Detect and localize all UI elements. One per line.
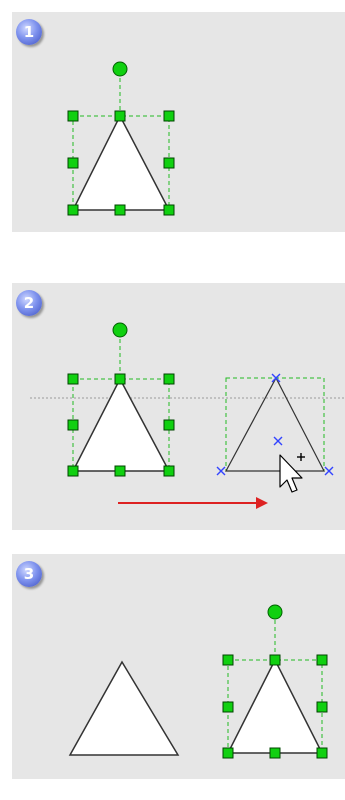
drag-marker-top <box>271 373 281 383</box>
resize-handle-e[interactable] <box>316 701 328 713</box>
resize-handle-nw[interactable] <box>67 110 79 122</box>
step-1-panel: 1 <box>12 12 345 232</box>
triangle-shape-original[interactable] <box>68 660 180 756</box>
drag-preview-triangle <box>224 376 325 472</box>
resize-handle-sw[interactable] <box>67 465 79 477</box>
resize-handle-sw[interactable] <box>222 747 234 759</box>
resize-handle-n[interactable] <box>114 110 126 122</box>
resize-handle-w[interactable] <box>222 701 234 713</box>
triangle-shape[interactable] <box>71 377 171 472</box>
drag-marker-bottom-right <box>324 466 334 476</box>
resize-handle-ne[interactable] <box>163 110 175 122</box>
rotation-handle[interactable] <box>267 604 283 620</box>
drag-marker-center <box>273 436 283 446</box>
resize-handle-w[interactable] <box>67 419 79 431</box>
drag-preview-frame <box>225 377 325 472</box>
triangle-shape-copy[interactable] <box>226 658 324 754</box>
triangle-shape[interactable] <box>71 114 171 211</box>
step-2-badge: 2 <box>16 290 42 316</box>
right-arrow-icon <box>118 497 268 509</box>
resize-handle-se[interactable] <box>163 204 175 216</box>
resize-handle-nw[interactable] <box>67 373 79 385</box>
resize-handle-w[interactable] <box>67 157 79 169</box>
resize-handle-sw[interactable] <box>67 204 79 216</box>
step-2-canvas <box>30 322 345 509</box>
resize-handle-n[interactable] <box>114 373 126 385</box>
resize-handle-s[interactable] <box>269 747 281 759</box>
resize-handle-nw[interactable] <box>222 654 234 666</box>
step-3-panel: 3 <box>12 554 345 779</box>
resize-handle-s[interactable] <box>114 465 126 477</box>
resize-handle-s[interactable] <box>114 204 126 216</box>
step-1-badge: 1 <box>16 19 42 45</box>
step-1-canvas <box>67 61 175 216</box>
step-2-panel: 2 <box>12 283 345 530</box>
move-copy-pointer-icon <box>279 453 305 493</box>
resize-handle-e[interactable] <box>163 419 175 431</box>
resize-handle-se[interactable] <box>163 465 175 477</box>
resize-handle-n[interactable] <box>269 654 281 666</box>
rotation-handle[interactable] <box>112 61 128 77</box>
rotation-handle[interactable] <box>112 322 128 338</box>
step-3-badge: 3 <box>16 561 42 587</box>
resize-handle-ne[interactable] <box>316 654 328 666</box>
drag-marker-bottom-left <box>216 466 226 476</box>
resize-handle-se[interactable] <box>316 747 328 759</box>
resize-handle-ne[interactable] <box>163 373 175 385</box>
step-3-canvas <box>68 604 328 759</box>
resize-handle-e[interactable] <box>163 157 175 169</box>
